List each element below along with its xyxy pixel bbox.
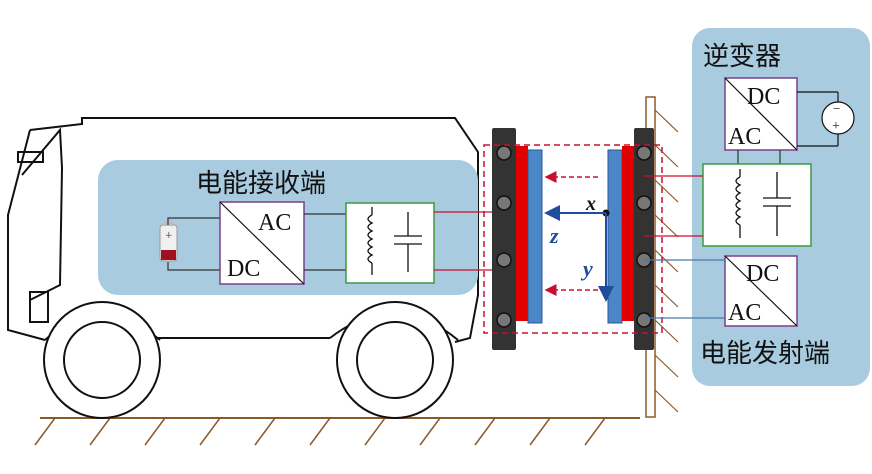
receiver-title: 电能接收端 xyxy=(196,169,326,199)
rectifier-filter-wires xyxy=(304,213,346,271)
inverter-ac-label: AC xyxy=(728,124,761,150)
front-wheel xyxy=(43,301,161,419)
axis-z-label: z xyxy=(549,223,559,248)
inverter-converter: DC AC xyxy=(724,77,798,151)
battery-wires xyxy=(167,217,220,271)
coupling-region-boundary xyxy=(483,144,663,334)
transmitter-filter xyxy=(702,163,812,247)
transmitter-coupler xyxy=(607,128,654,350)
transmitter-coil-wires xyxy=(644,175,703,237)
svg-text:−: − xyxy=(833,101,840,116)
rectifier-dc-label: DC xyxy=(227,256,260,282)
inductor-icon xyxy=(367,214,374,264)
receiver-filter xyxy=(345,202,435,284)
transmitter-auxiliary-wires xyxy=(644,259,725,319)
axis-y-label: y xyxy=(580,256,593,281)
dc-source: − + xyxy=(797,91,855,147)
inverter-filter-wires xyxy=(737,150,781,164)
dc-source-icon xyxy=(821,101,855,135)
rear-wheel xyxy=(336,301,454,419)
coordinate-axes: x z y xyxy=(544,193,614,302)
ground xyxy=(34,417,640,446)
capacitor-icon xyxy=(394,212,422,272)
svg-text:+: + xyxy=(832,119,840,134)
inverter-title: 逆变器 xyxy=(703,42,781,72)
receiver-coupler xyxy=(492,128,543,350)
rectifier-converter: AC DC xyxy=(219,201,305,285)
inverter-dc-label: DC xyxy=(747,84,780,110)
transmitter-title: 电能发射端 xyxy=(700,339,830,369)
battery-icon: + xyxy=(159,222,178,262)
field-arrows xyxy=(544,171,598,296)
tx-converter-dc-label: DC xyxy=(746,261,779,287)
svg-text:+: + xyxy=(165,231,173,241)
axis-x-label: x xyxy=(585,193,596,215)
capacitor-icon xyxy=(763,172,791,236)
transmitter-ac-dc-converter: DC AC xyxy=(724,255,798,327)
receiver-coil-wires xyxy=(434,211,500,271)
inductor-icon xyxy=(735,176,742,226)
tx-converter-ac-label: AC xyxy=(728,300,761,326)
rectifier-ac-label: AC xyxy=(258,210,291,236)
